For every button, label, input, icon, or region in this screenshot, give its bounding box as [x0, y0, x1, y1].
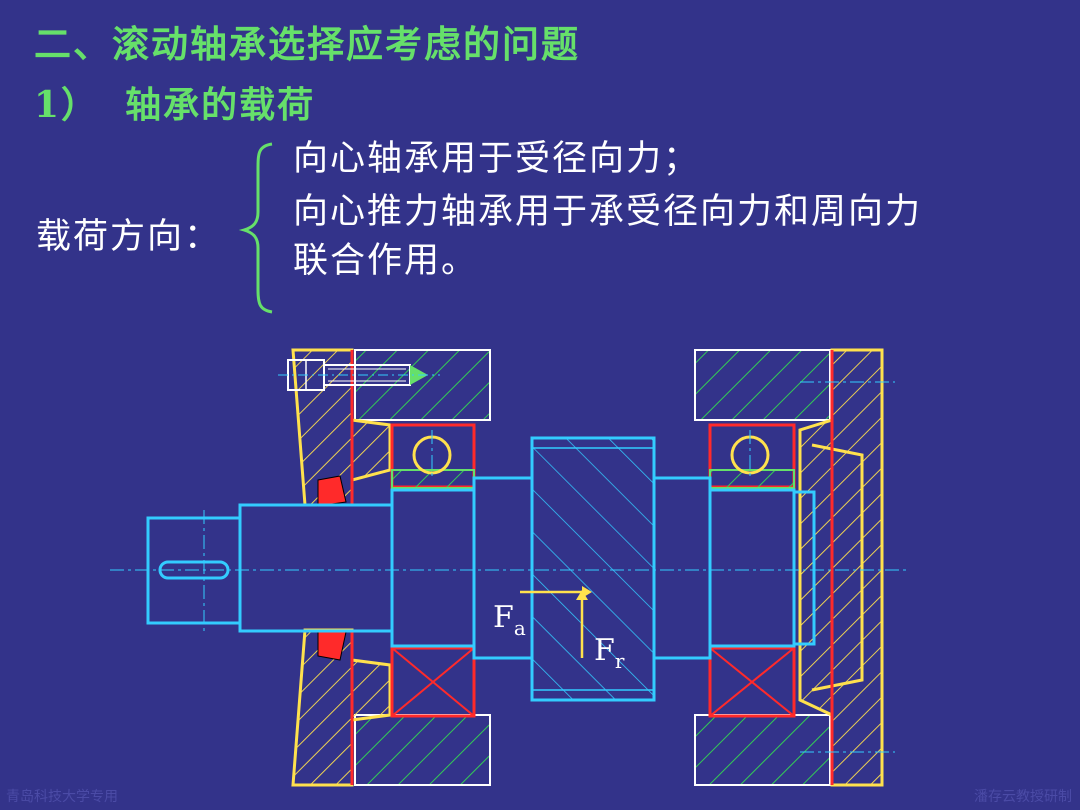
- footer-school: 青岛科技大学专用: [6, 789, 118, 805]
- shaft: [146, 436, 816, 702]
- oil-seal: [317, 475, 347, 661]
- load-line-combined: 联合作用。: [293, 241, 479, 281]
- force-radial-label: Fr: [594, 633, 625, 673]
- curly-brace: [238, 142, 273, 314]
- load-line-angular: 向心推力轴承用于承受径向力和周向力: [293, 192, 923, 232]
- end-cap-right: [798, 348, 884, 787]
- housing-left: [354, 349, 491, 786]
- slide-title: 二、滚动轴承选择应考虑的问题: [34, 23, 580, 66]
- force-radial-arrow: [576, 590, 588, 658]
- bolt: [278, 359, 440, 391]
- end-cap-left: [291, 348, 392, 787]
- section-heading: 1） 轴承的载荷: [34, 76, 315, 128]
- housing-right: [694, 349, 831, 786]
- section-number: 1）: [34, 84, 100, 126]
- force-axial-label: Fa: [493, 600, 526, 640]
- centerlines: [110, 381, 910, 753]
- bearing-right: [708, 423, 796, 718]
- section-title: 轴承的载荷: [125, 85, 316, 126]
- load-direction-label: 载荷方向：: [36, 217, 222, 257]
- footer-author: 潘存云教授研制: [974, 789, 1072, 805]
- load-line-radial: 向心轴承用于受径向力；: [293, 139, 701, 179]
